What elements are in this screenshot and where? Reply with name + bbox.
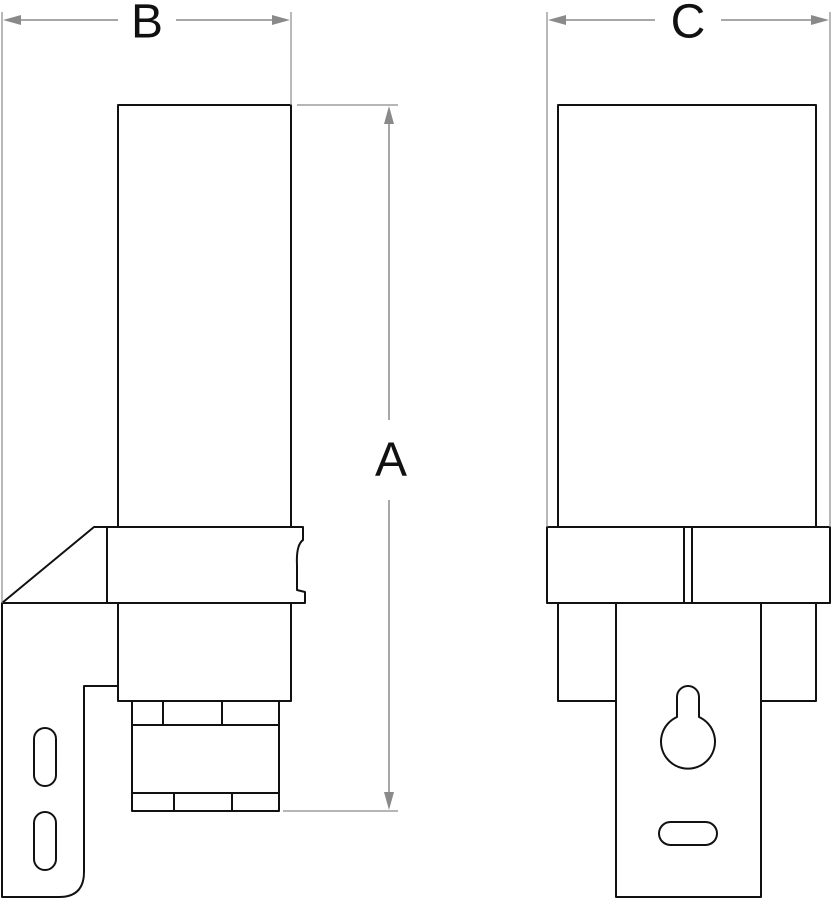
side-view (1, 104, 306, 898)
side-view-nozzle-bottom-band (131, 792, 280, 812)
keyhole-slot (660, 685, 716, 770)
side-view-nozzle-top-band (131, 700, 280, 726)
dimension-c: C (548, 0, 829, 49)
dimension-b: B (3, 0, 290, 49)
side-view-bracket-gusset (1, 526, 108, 604)
dimension-c-label: C (671, 0, 706, 49)
front-view (546, 104, 831, 898)
side-view-lower-body (117, 602, 292, 702)
front-view-main-body (557, 104, 817, 528)
dimension-arrow-down (384, 792, 394, 810)
side-view-nozzle-body (131, 724, 280, 794)
side-view-main-body (117, 104, 292, 528)
dimension-annotations: B C A (1, 0, 831, 812)
dimension-b-label: B (131, 0, 163, 49)
side-view-wall-bracket (1, 602, 119, 898)
side-view-collar (106, 526, 306, 604)
dimension-arrow-right (811, 15, 829, 25)
dimension-arrow-left (548, 15, 566, 25)
front-view-collar (546, 526, 831, 604)
side-view-mounting-slot (33, 727, 57, 787)
dimension-arrow-up (384, 106, 394, 124)
dimension-arrow-right (272, 15, 290, 25)
dimension-a-label: A (375, 434, 407, 487)
side-view-mounting-slot (33, 811, 57, 871)
dimension-a: A (375, 106, 407, 810)
dimension-arrow-left (3, 15, 21, 25)
front-view-horizontal-slot (658, 821, 718, 846)
